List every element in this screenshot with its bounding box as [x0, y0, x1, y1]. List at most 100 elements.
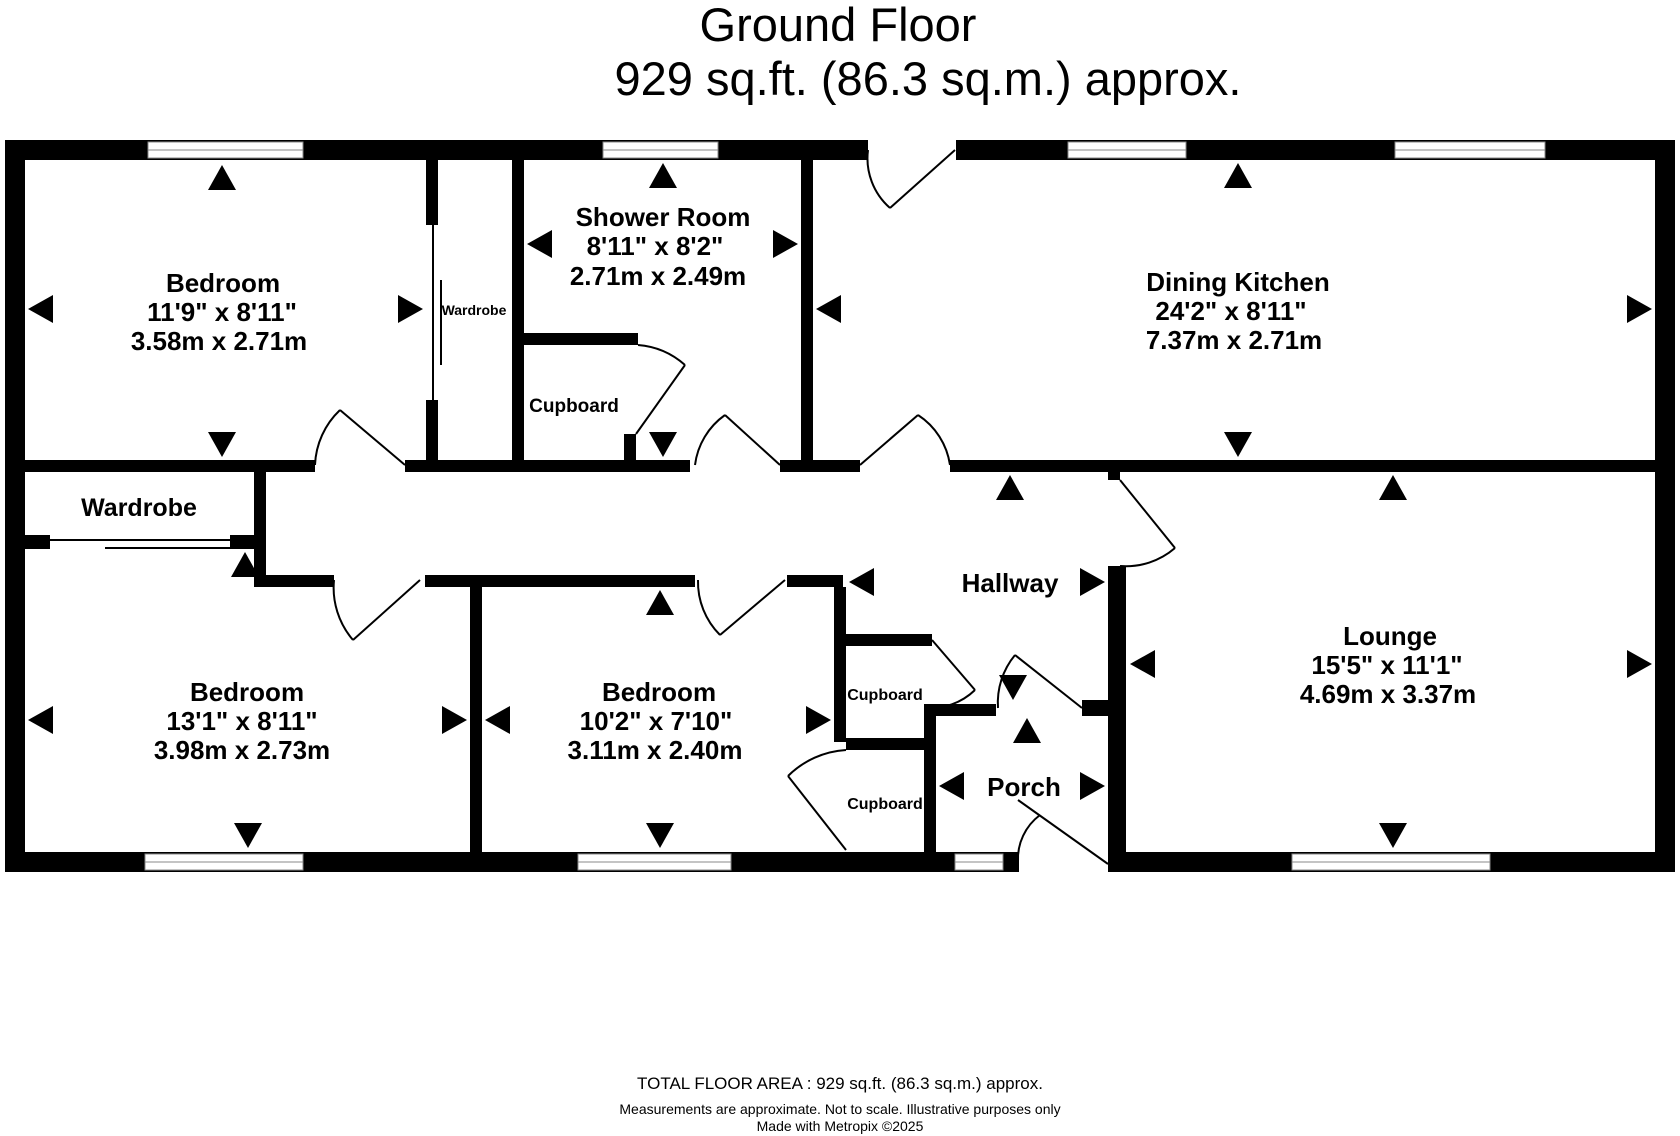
wall-porch-top: [936, 704, 996, 716]
floor-area: 929 sq.ft. (86.3 sq.m.) approx.: [614, 52, 1242, 105]
wall-left: [5, 140, 25, 872]
arrow-left: [28, 295, 53, 323]
arrow-up: [208, 165, 236, 190]
window-bedroom1: [147, 141, 304, 159]
wall-hall-left: [254, 472, 266, 584]
wall-h-465-a: [25, 460, 315, 472]
footer-note: Measurements are approximate. Not to sca…: [619, 1101, 1061, 1117]
room-metric-dining-kitchen: 7.37m x 2.71m: [1146, 325, 1322, 355]
door-cupboard-hall: [924, 639, 976, 710]
arrow-up: [231, 552, 259, 577]
label-cupboard-hall: Cupboard: [847, 687, 923, 704]
arrow-down: [234, 823, 262, 848]
arrow-right: [806, 706, 831, 734]
arrow-right: [1080, 568, 1105, 596]
window-kitchen-1: [1067, 141, 1187, 159]
wall-h-465-d: [950, 460, 1655, 472]
arrow-right: [1080, 772, 1105, 800]
door-porch-front: [1016, 799, 1109, 865]
door-cupboard-shower: [635, 344, 686, 435]
arrow-up: [996, 475, 1024, 500]
window-bedroom3: [577, 853, 732, 871]
door-front-kitchen: [866, 149, 956, 209]
wall-wardrobe-stub: [230, 535, 254, 549]
floor-title: Ground Floor: [699, 0, 977, 51]
wall-cupboard-stub: [624, 434, 636, 460]
arrow-down: [208, 432, 236, 457]
room-name-bedroom-1: Bedroom: [166, 268, 280, 298]
wall-porch-right-stub: [1082, 700, 1108, 716]
arrow-up: [646, 590, 674, 615]
wall-shower-left: [512, 160, 524, 460]
wall-porch-left: [924, 704, 936, 852]
room-metric-bedroom-1: 3.58m x 2.71m: [131, 326, 307, 356]
door-kitchen: [859, 414, 951, 466]
label-wardrobe-small: Wardrobe: [442, 302, 507, 318]
wall-lounge-door-stub: [1108, 472, 1120, 480]
door-cupboard-bedroom: [787, 749, 847, 851]
room-imperial-bedroom-2: 13'1" x 8'11": [166, 706, 317, 736]
arrow-left: [849, 568, 874, 596]
arrow-left: [28, 706, 53, 734]
wall-top-right: [956, 140, 1675, 160]
wall-shower-right: [801, 160, 813, 472]
window-porch: [954, 853, 1004, 871]
arrow-up: [649, 163, 677, 188]
wall-h-580-a: [254, 575, 334, 587]
room-imperial-lounge: 15'5" x 11'1": [1311, 650, 1462, 680]
arrow-down: [1224, 432, 1252, 457]
door-bedroom1: [314, 409, 406, 466]
wall-cupboard-top: [524, 333, 638, 345]
label-cupboard-bedroom: Cupboard: [847, 796, 923, 813]
room-name-porch: Porch: [987, 772, 1061, 802]
arrow-down: [649, 432, 677, 457]
door-bedroom3: [696, 579, 786, 636]
window-bedroom2: [144, 853, 304, 871]
arrow-right: [442, 706, 467, 734]
windows: [144, 141, 1546, 871]
wall-wardrobe-bottom: [426, 400, 438, 460]
room-name-bedroom-2: Bedroom: [190, 677, 304, 707]
room-imperial-shower-room: 8'11" x 8'2": [587, 231, 724, 261]
room-imperial-bedroom-1: 11'9" x 8'11": [147, 297, 297, 327]
window-lounge: [1291, 853, 1491, 871]
arrow-right: [1627, 295, 1652, 323]
wall-cupboard-hall-top: [846, 634, 932, 646]
wall-h-465-c: [780, 460, 860, 472]
arrow-left: [816, 295, 841, 323]
wall-h-465-b: [405, 460, 690, 472]
arrow-left: [527, 230, 552, 258]
wall-lounge-left: [1108, 566, 1126, 872]
footer-total-area: TOTAL FLOOR AREA : 929 sq.ft. (86.3 sq.m…: [637, 1074, 1043, 1093]
measurement-arrows: [28, 163, 1652, 848]
room-name-shower-room: Shower Room: [576, 202, 751, 232]
wall-cupboard-bed-top: [846, 738, 936, 750]
door-lounge: [1119, 479, 1176, 568]
room-imperial-bedroom-3: 10'2" x 7'10": [580, 706, 733, 736]
room-metric-shower-room: 2.71m x 2.49m: [570, 261, 746, 291]
arrow-up: [1013, 718, 1041, 743]
wall-right: [1655, 140, 1675, 872]
arrow-right: [1627, 650, 1652, 678]
arrow-right: [398, 295, 423, 323]
wall-h-580-b: [425, 575, 695, 587]
wall-top-left: [5, 140, 868, 160]
doors: [50, 149, 1176, 865]
arrow-left: [1130, 650, 1155, 678]
arrow-down: [999, 675, 1027, 700]
arrow-down: [1379, 823, 1407, 848]
room-metric-lounge: 4.69m x 3.37m: [1300, 679, 1476, 709]
wall-wardrobe-top: [426, 160, 438, 225]
arrow-up: [1224, 163, 1252, 188]
door-shower: [694, 414, 781, 466]
door-porch-hall: [996, 654, 1083, 709]
room-name-hallway: Hallway: [962, 568, 1059, 598]
room-imperial-dining-kitchen: 24'2" x 8'11": [1155, 296, 1306, 326]
arrow-left: [485, 706, 510, 734]
room-metric-bedroom-2: 3.98m x 2.73m: [154, 735, 330, 765]
wall-h-580-c: [787, 575, 843, 587]
room-metric-bedroom-3: 3.11m x 2.40m: [568, 735, 743, 765]
wall-wardrobe-left-stub: [25, 535, 50, 549]
door-bedroom2: [332, 579, 421, 641]
